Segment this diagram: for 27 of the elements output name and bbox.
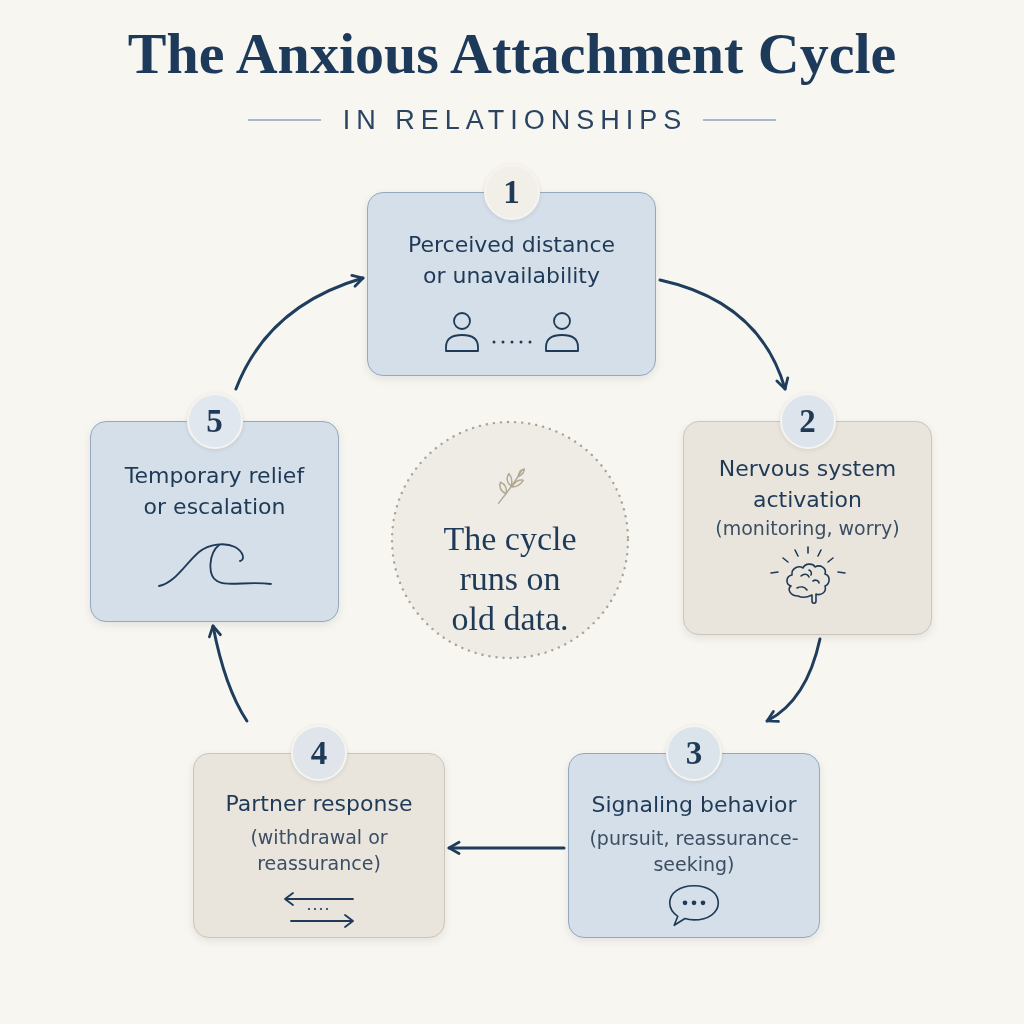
center-message: The cycle runs on old data. xyxy=(442,519,578,639)
step-number-badge: 3 xyxy=(666,725,722,781)
step-box xyxy=(193,725,445,938)
step-box xyxy=(367,164,656,376)
step-detail: (withdrawal or reassurance) xyxy=(249,825,389,876)
arrow xyxy=(208,624,249,723)
step-title: Nervous system activation xyxy=(717,455,898,514)
step-title: Signaling behavior xyxy=(591,791,797,819)
step-title: Partner response xyxy=(225,790,413,818)
arrow xyxy=(765,637,822,723)
step-detail: (pursuit, reassurance-seeking) xyxy=(588,826,800,877)
step-box xyxy=(683,393,932,635)
arrow xyxy=(234,274,365,391)
step-detail: (monitoring, worry) xyxy=(715,516,900,541)
step-box xyxy=(90,393,339,622)
dotted-circle xyxy=(390,420,630,660)
subtitle: IN RELATIONSHIPS xyxy=(342,104,688,136)
step-title: Temporary relief or escalation xyxy=(123,462,306,521)
arrow xyxy=(658,278,789,391)
step-title: Perceived distance or unavailability xyxy=(406,231,617,290)
arrow xyxy=(447,840,566,855)
step-number-badge: 4 xyxy=(291,725,347,781)
step-number-badge: 5 xyxy=(186,393,243,449)
step-number-badge: 2 xyxy=(779,393,836,449)
title: The Anxious Attachment Cycle xyxy=(127,20,897,88)
step-box xyxy=(568,725,820,938)
step-number-badge: 1 xyxy=(483,164,540,220)
